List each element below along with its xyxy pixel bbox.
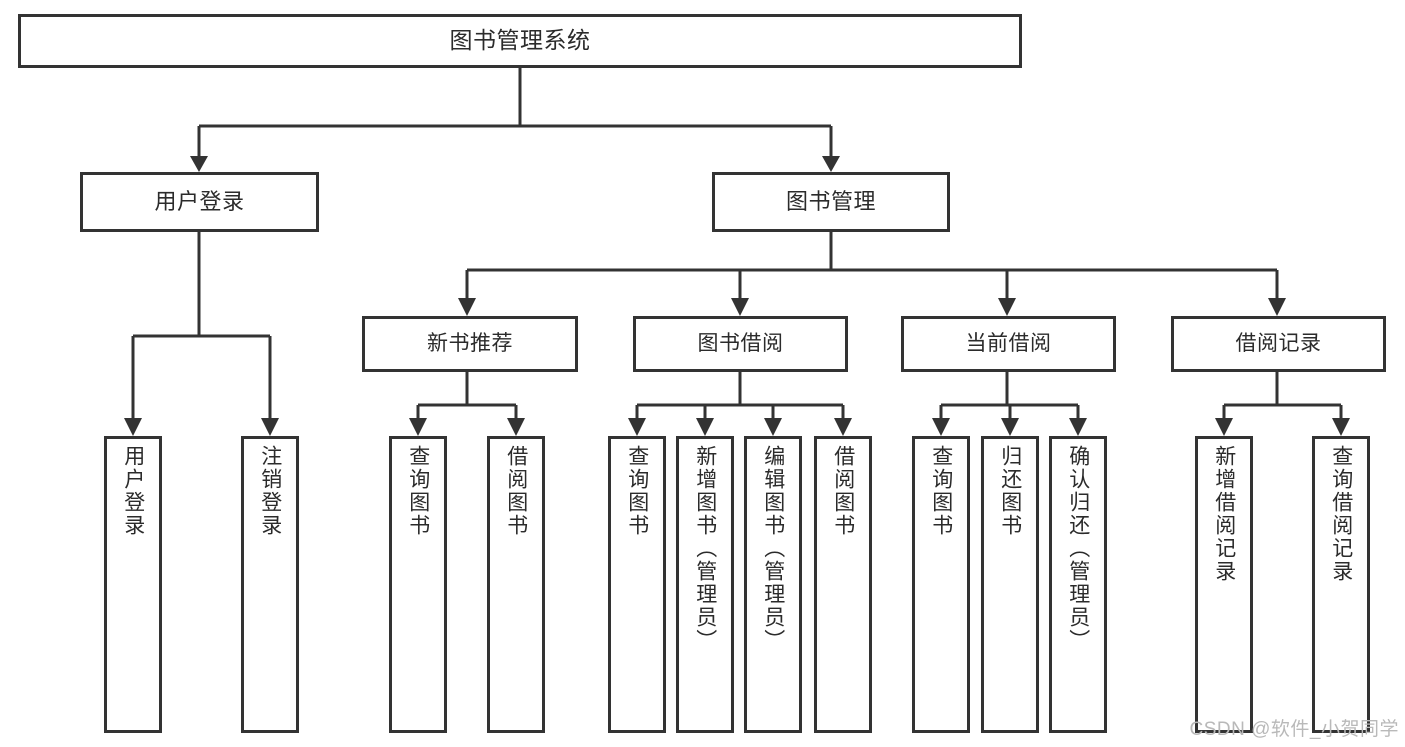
leaf-confirm-return-admin-label: 确认归还（管理员） [1066, 445, 1090, 652]
leaf-borrow-book-new-rec-label: 借阅图书 [504, 445, 528, 537]
leaf-query-borrow-record[interactable]: 查询借阅记录 [1312, 436, 1370, 733]
leaf-add-book-admin-label: 新增图书（管理员） [693, 445, 717, 652]
leaf-query-book-borrow-label: 查询图书 [625, 445, 649, 537]
arrow-bb-leaf-4 [834, 418, 852, 436]
node-borrow-record[interactable]: 借阅记录 [1171, 316, 1386, 372]
leaf-query-book-current[interactable]: 查询图书 [912, 436, 970, 733]
arrow-bm-to-current-borrow [998, 298, 1016, 316]
leaf-add-borrow-record[interactable]: 新增借阅记录 [1195, 436, 1253, 733]
leaf-confirm-return-admin[interactable]: 确认归还（管理员） [1049, 436, 1107, 733]
arrow-bm-to-book-borrow [731, 298, 749, 316]
node-book-borrow[interactable]: 图书借阅 [633, 316, 848, 372]
leaf-return-book[interactable]: 归还图书 [981, 436, 1039, 733]
arrow-bm-to-borrow-record [1268, 298, 1286, 316]
arrow-cb-leaf-3 [1069, 418, 1087, 436]
leaf-borrow-book-borrow[interactable]: 借阅图书 [814, 436, 872, 733]
node-new-book-recommend-label: 新书推荐 [427, 331, 513, 355]
node-new-book-recommend[interactable]: 新书推荐 [362, 316, 578, 372]
arrow-br-leaf-2 [1332, 418, 1350, 436]
csdn-watermark: CSDN @软件_小贺同学 [1189, 719, 1399, 740]
leaf-query-book-new-rec-label: 查询图书 [406, 445, 430, 537]
leaf-borrow-book-borrow-label: 借阅图书 [831, 445, 855, 537]
node-current-borrow-label: 当前借阅 [965, 331, 1052, 355]
arrow-user-login-leaf-2 [261, 418, 279, 436]
leaf-add-book-admin[interactable]: 新增图书（管理员） [676, 436, 734, 733]
arrow-bb-leaf-2 [696, 418, 714, 436]
leaf-edit-book-admin-label: 编辑图书（管理员） [761, 445, 785, 652]
leaf-query-book-borrow[interactable]: 查询图书 [608, 436, 666, 733]
node-current-borrow[interactable]: 当前借阅 [901, 316, 1116, 372]
leaf-query-book-current-label: 查询图书 [929, 445, 953, 537]
arrow-root-to-user-login [190, 156, 208, 172]
leaf-user-login[interactable]: 用户登录 [104, 436, 162, 733]
leaf-query-book-new-rec[interactable]: 查询图书 [389, 436, 447, 733]
arrow-bm-to-new-book-rec [458, 298, 476, 316]
leaf-query-borrow-record-label: 查询借阅记录 [1329, 445, 1353, 583]
arrow-cb-leaf-1 [932, 418, 950, 436]
node-book-borrow-label: 图书借阅 [697, 331, 784, 355]
leaf-user-login-label: 用户登录 [121, 445, 145, 537]
arrow-br-leaf-1 [1215, 418, 1233, 436]
node-user-login[interactable]: 用户登录 [80, 172, 319, 232]
leaf-logout-label: 注销登录 [258, 445, 282, 537]
arrow-root-to-book-manage [822, 156, 840, 172]
arrow-bb-leaf-3 [764, 418, 782, 436]
node-root-system[interactable]: 图书管理系统 [18, 14, 1022, 68]
node-borrow-record-label: 借阅记录 [1235, 331, 1322, 355]
node-root-system-label: 图书管理系统 [449, 27, 591, 54]
arrow-cb-leaf-2 [1001, 418, 1019, 436]
leaf-add-borrow-record-label: 新增借阅记录 [1212, 445, 1236, 583]
arrow-bb-leaf-1 [628, 418, 646, 436]
leaf-edit-book-admin[interactable]: 编辑图书（管理员） [744, 436, 802, 733]
arrow-nbr-leaf-2 [507, 418, 525, 436]
node-book-manage-label: 图书管理 [785, 189, 876, 215]
leaf-return-book-label: 归还图书 [998, 445, 1022, 537]
arrow-user-login-leaf-1 [124, 418, 142, 436]
node-user-login-label: 用户登录 [154, 189, 245, 215]
arrow-nbr-leaf-1 [409, 418, 427, 436]
node-book-manage[interactable]: 图书管理 [712, 172, 950, 232]
leaf-borrow-book-new-rec[interactable]: 借阅图书 [487, 436, 545, 733]
leaf-logout[interactable]: 注销登录 [241, 436, 299, 733]
